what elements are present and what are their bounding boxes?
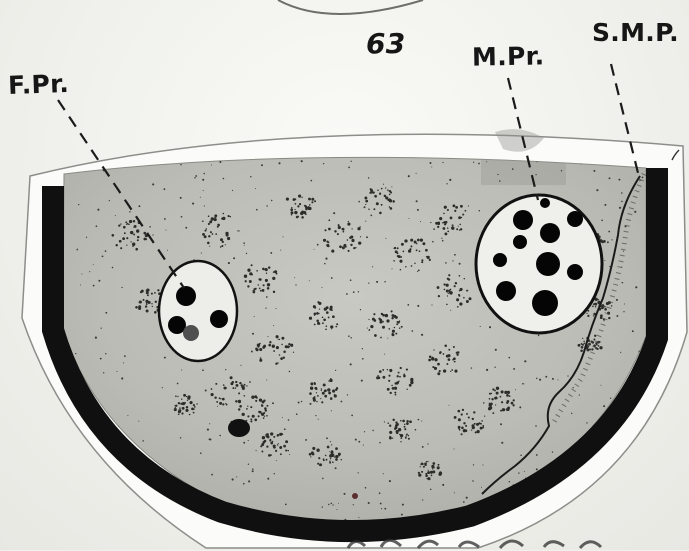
f-pr-nucleus — [210, 310, 228, 328]
small-dot — [352, 493, 358, 499]
upper-page-edge — [278, 0, 423, 14]
m-pr-label: M.Pr. — [472, 41, 545, 71]
m-pr-nucleus — [496, 281, 516, 301]
m-pr-nucleus — [532, 290, 558, 316]
m-pr-nucleus — [513, 235, 527, 249]
f-pr-oval — [159, 261, 237, 361]
smp-label: S.M.P. — [592, 18, 679, 47]
m-pr-nucleus — [540, 223, 560, 243]
m-pr-nucleus — [493, 253, 507, 267]
m-pr-nucleus — [536, 252, 560, 276]
f-pr-label: F.Pr. — [8, 69, 70, 100]
f-pr-nucleus — [183, 325, 199, 341]
m-pr-nucleus — [513, 210, 533, 230]
m-pr-nucleus — [567, 211, 583, 227]
dark-stain — [228, 419, 250, 437]
cropped-bottom-marks — [345, 533, 605, 551]
m-pr-nucleus — [567, 264, 583, 280]
figure-number-label: 63 — [366, 27, 406, 60]
m-pr-nucleus — [540, 198, 550, 208]
f-pr-nucleus — [176, 286, 196, 306]
